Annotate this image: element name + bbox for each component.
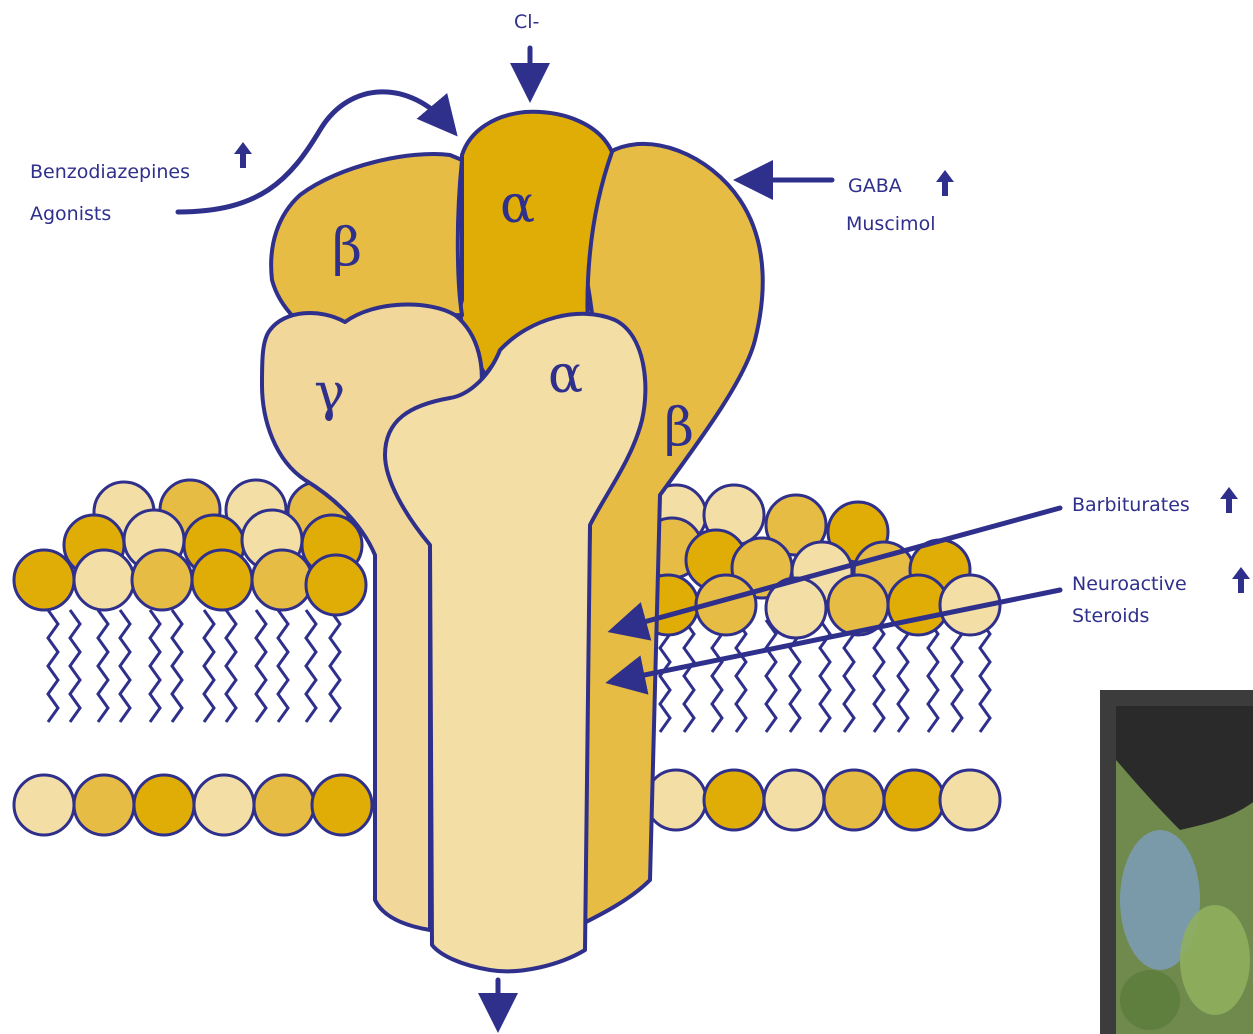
label-steroids: Steroids [1072,605,1149,627]
photo-inset [1100,690,1253,1034]
label-barbiturates: Barbiturates [1072,494,1190,516]
label-alpha-top: α [500,175,535,235]
label-beta-left: β [332,218,362,278]
label-neuroactive: Neuroactive [1072,573,1187,595]
label-agonists: Agonists [30,203,111,225]
lipid-heads-lower-left [14,775,372,835]
lipid-heads-upper-left [14,480,366,615]
label-beta-right: β [664,398,694,458]
label-alpha-front: α [548,345,583,405]
lipid-tails-left [48,610,340,722]
label-gaba: GABA [848,175,902,197]
up-arrow-icon [1232,567,1250,593]
up-arrow-icon [1220,487,1238,513]
label-gamma: γ [314,363,345,423]
label-cl: Cl- [514,11,539,33]
label-muscimol: Muscimol [846,213,935,235]
lipid-heads-lower-right [646,770,1000,830]
label-benzodiazepines: Benzodiazepines [30,161,190,183]
up-arrow-icon [936,170,954,196]
up-arrow-icon [234,142,252,168]
